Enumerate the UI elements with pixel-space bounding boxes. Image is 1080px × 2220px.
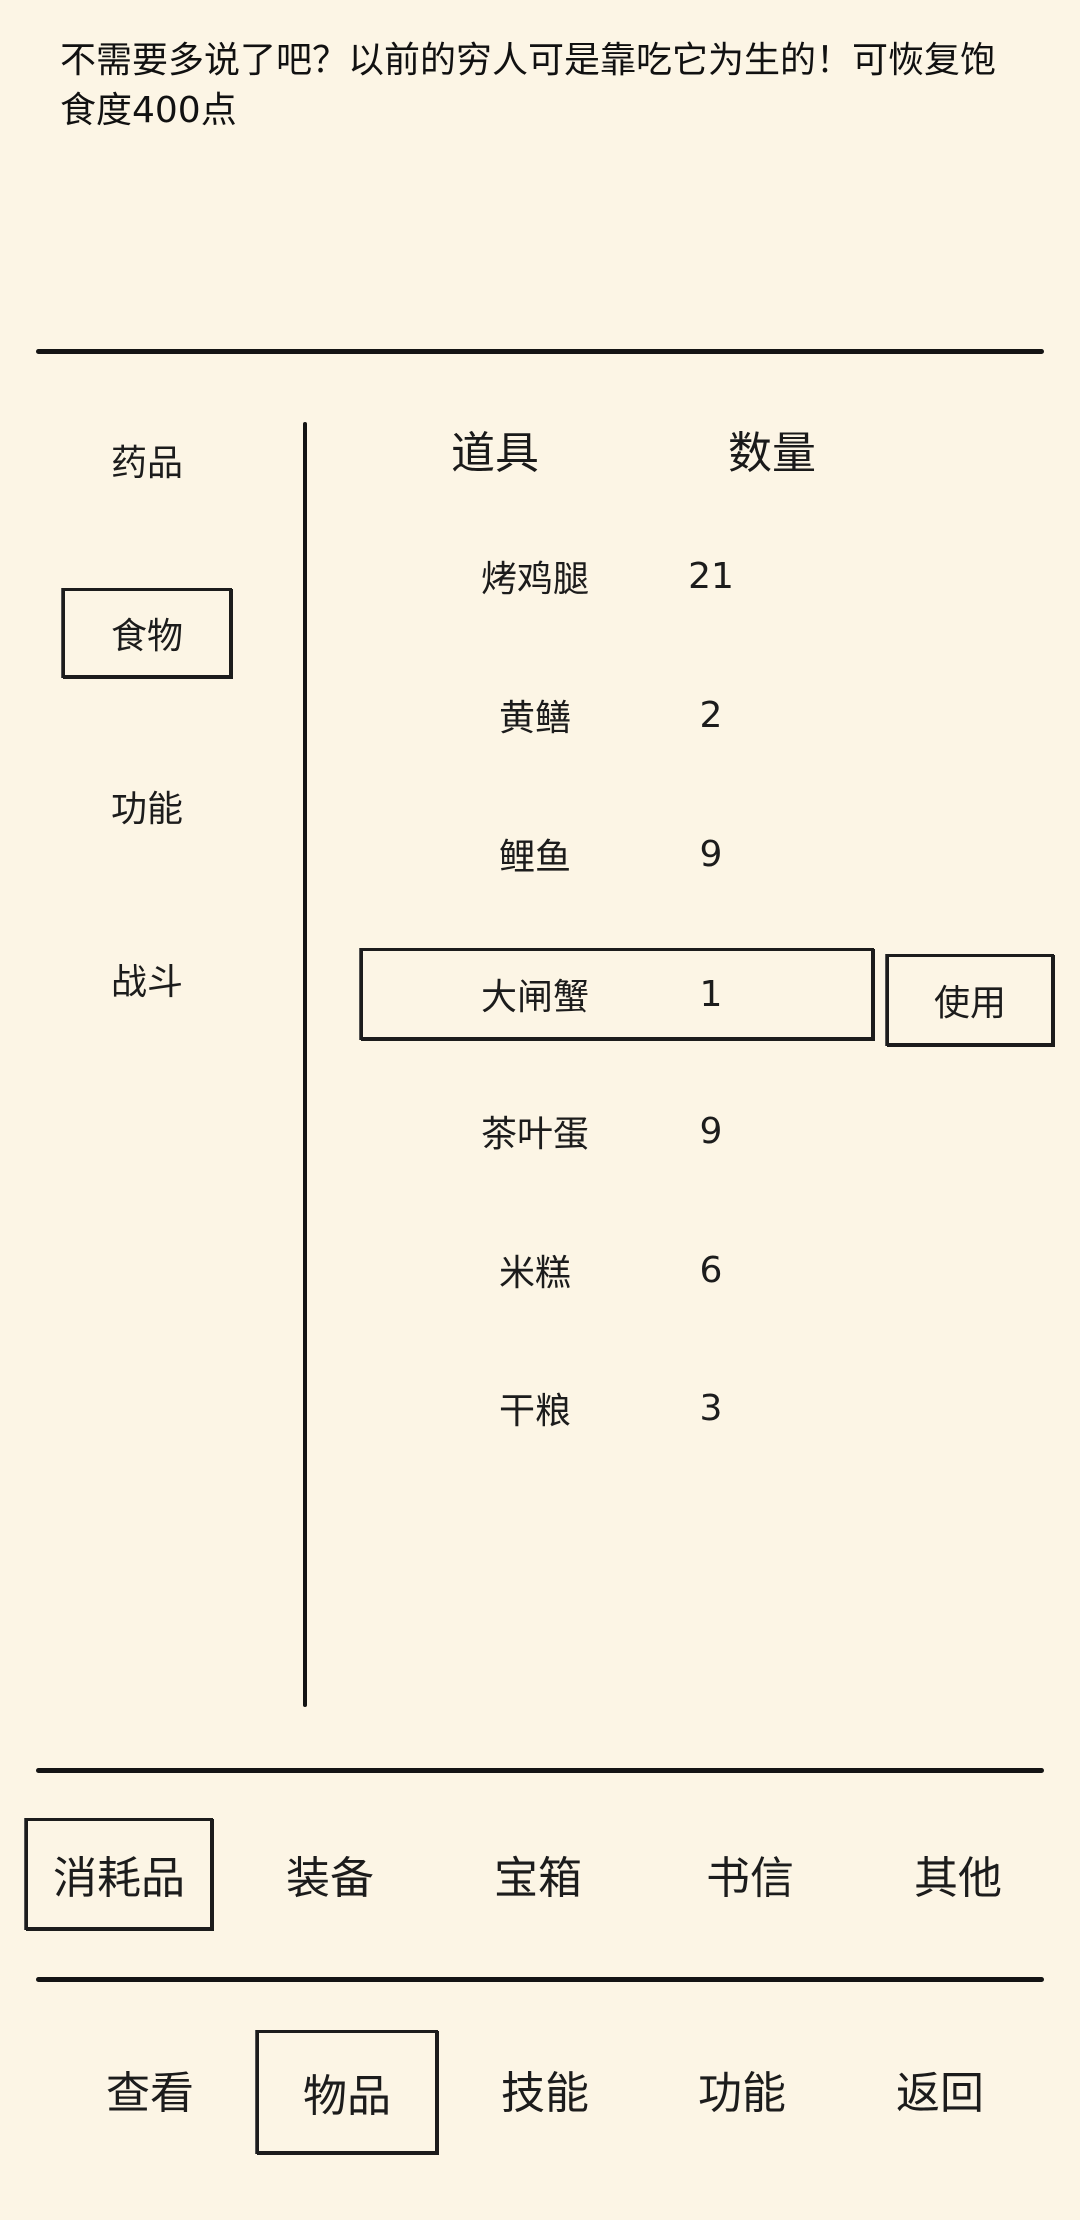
header-quantity: 数量 [728,428,816,479]
use-button[interactable]: 使用 [886,954,1054,1046]
tab-other[interactable]: 其他 [868,1818,1048,1930]
nav-function[interactable]: 功能 [652,2033,832,2145]
nav-function-label: 功能 [698,2068,786,2119]
category-food-label: 食物 [110,616,183,657]
category-medicine[interactable]: 药品 [62,415,232,505]
item-row[interactable]: 鲤鱼 9 [360,808,875,900]
item-name: 烤鸡腿 [480,559,589,600]
nav-back[interactable]: 返回 [850,2033,1030,2145]
item-quantity: 3 [699,1387,723,1429]
category-battle-label: 战斗 [110,962,183,1003]
nav-skills-label: 技能 [501,2068,589,2119]
category-function-label: 功能 [110,789,183,830]
nav-back-label: 返回 [896,2068,984,2119]
tab-treasure-chest[interactable]: 宝箱 [448,1818,628,1930]
tab-consumables[interactable]: 消耗品 [25,1818,213,1930]
item-row[interactable]: 黄鳝 2 [360,669,875,761]
nav-view-label: 查看 [106,2068,194,2119]
nav-view[interactable]: 查看 [60,2033,240,2145]
item-quantity: 9 [699,1110,723,1152]
item-quantity: 1 [699,973,723,1015]
item-row[interactable]: 茶叶蛋 9 [360,1085,875,1177]
middle-divider [36,1768,1044,1773]
item-row[interactable]: 米糕 6 [360,1224,875,1316]
item-quantity: 9 [699,833,723,875]
tab-letters-label: 书信 [706,1853,794,1904]
nav-items-label: 物品 [303,2071,391,2122]
item-row-selected[interactable]: 大闸蟹 1 [360,948,874,1040]
tab-other-label: 其他 [914,1853,1002,1904]
item-name: 大闸蟹 [480,977,589,1018]
item-quantity: 6 [699,1249,723,1291]
header-item: 道具 [451,428,539,479]
bottom-divider [36,1977,1044,1982]
tab-equipment-label: 装备 [286,1853,374,1904]
item-quantity: 2 [699,694,723,736]
item-name: 米糕 [498,1253,571,1294]
use-button-label: 使用 [933,983,1006,1024]
item-name: 茶叶蛋 [480,1114,589,1155]
item-quantity: 21 [688,555,734,597]
tab-consumables-label: 消耗品 [53,1853,185,1904]
category-battle[interactable]: 战斗 [62,934,232,1024]
tab-letters[interactable]: 书信 [660,1818,840,1930]
item-row[interactable]: 干粮 3 [360,1362,875,1454]
item-name: 黄鳝 [498,698,571,739]
item-row[interactable]: 烤鸡腿 21 [360,530,875,622]
category-function[interactable]: 功能 [62,761,232,851]
tab-treasure-chest-label: 宝箱 [494,1853,582,1904]
nav-skills[interactable]: 技能 [455,2033,635,2145]
tab-equipment[interactable]: 装备 [240,1818,420,1930]
nav-items[interactable]: 物品 [256,2030,438,2154]
column-divider [303,422,307,1707]
item-name: 鲤鱼 [498,837,571,878]
item-name: 干粮 [498,1391,571,1432]
item-description: 不需要多说了吧？以前的穷人可是靠吃它为生的！可恢复饱食度400点 [60,40,997,131]
category-medicine-label: 药品 [110,443,183,484]
category-food[interactable]: 食物 [62,588,232,678]
top-divider [36,349,1044,354]
